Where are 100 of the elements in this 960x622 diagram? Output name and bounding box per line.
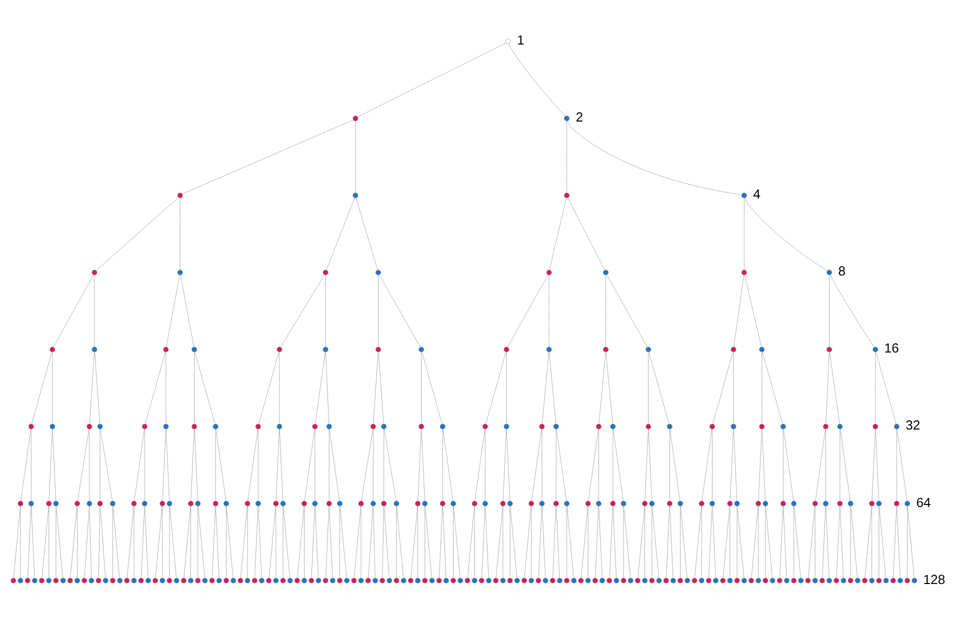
node-circle [53, 578, 59, 584]
node-circle [418, 424, 424, 430]
node-circle [160, 578, 166, 584]
connector [486, 352, 506, 424]
connector [644, 428, 648, 502]
connector [648, 352, 649, 424]
connector [878, 506, 880, 578]
node-circle [212, 500, 218, 506]
node-circle [770, 578, 776, 584]
node-circle [784, 578, 790, 584]
connector [850, 506, 858, 578]
node-circle [542, 578, 548, 584]
connector [134, 428, 145, 502]
node-circle [894, 500, 900, 506]
label: 128 [923, 572, 946, 587]
connector [89, 428, 90, 502]
connector [442, 428, 443, 502]
connector [424, 506, 426, 578]
connector [783, 428, 794, 502]
node-circle [381, 424, 387, 430]
connector [89, 352, 95, 424]
connector [100, 428, 113, 502]
node-circle [504, 424, 510, 430]
connector [744, 198, 828, 271]
node-circle [706, 578, 712, 584]
node-circle [505, 38, 511, 44]
connector [190, 506, 191, 578]
connector [712, 352, 734, 424]
node-circle [692, 578, 698, 584]
connector [194, 352, 216, 424]
node-circle [872, 424, 878, 430]
node-circle [756, 578, 762, 584]
node-circle [372, 578, 378, 584]
connector [907, 506, 914, 578]
node-circle [840, 578, 846, 584]
connector [27, 506, 32, 578]
node-circle [192, 424, 197, 430]
connector [368, 506, 374, 578]
node-circle [188, 578, 194, 584]
node-circle [514, 578, 520, 584]
connector [361, 428, 374, 502]
node-circle [482, 424, 488, 430]
node-circle [294, 578, 300, 584]
connector [815, 428, 826, 502]
label: 4 [753, 186, 760, 202]
node-circle [649, 500, 655, 506]
connector [354, 506, 362, 578]
connector [482, 506, 486, 578]
node-circle [756, 500, 762, 506]
connector [542, 506, 546, 578]
node-circle [698, 578, 704, 584]
node-circle [50, 346, 56, 352]
node-circle [734, 578, 740, 584]
node-circle [748, 578, 754, 584]
node-circle [635, 578, 640, 584]
node-circle [302, 500, 307, 506]
node-circle [326, 500, 332, 506]
node-circle [10, 578, 16, 584]
node-circle [539, 500, 545, 506]
node-circle [67, 578, 73, 584]
connector [878, 506, 886, 578]
node-circle [450, 578, 456, 584]
node-circle [578, 578, 584, 584]
node-circle [46, 578, 52, 584]
connector [112, 506, 113, 578]
node-circle [152, 578, 158, 584]
node-circle [312, 424, 318, 430]
connector [382, 506, 384, 578]
node-circle [610, 424, 616, 430]
connector [98, 506, 100, 578]
connector [100, 506, 106, 578]
node-circle [592, 578, 598, 584]
node-circle [646, 346, 652, 352]
node-circle [322, 578, 328, 584]
node-circle [539, 424, 545, 430]
connector [325, 274, 326, 348]
connector [410, 506, 418, 578]
node-circle [330, 578, 336, 584]
node-circle [600, 578, 605, 584]
connector [112, 506, 120, 578]
connector [20, 428, 32, 502]
connector [216, 506, 220, 578]
connector [840, 428, 850, 502]
connector [826, 352, 830, 424]
node-circle [370, 500, 376, 506]
node-circle [138, 578, 144, 584]
node-circle [188, 500, 194, 506]
connector [680, 506, 688, 578]
node-circle [394, 500, 400, 506]
node-circle [876, 500, 882, 506]
node-circle [894, 424, 900, 430]
connector [96, 197, 179, 271]
connector [258, 506, 262, 578]
node-circle [53, 500, 59, 506]
node-circle [684, 578, 690, 584]
node-circle [848, 578, 854, 584]
node-circle [88, 578, 94, 584]
node-circle [614, 578, 620, 584]
node-circle [28, 500, 34, 506]
connector [282, 506, 284, 578]
